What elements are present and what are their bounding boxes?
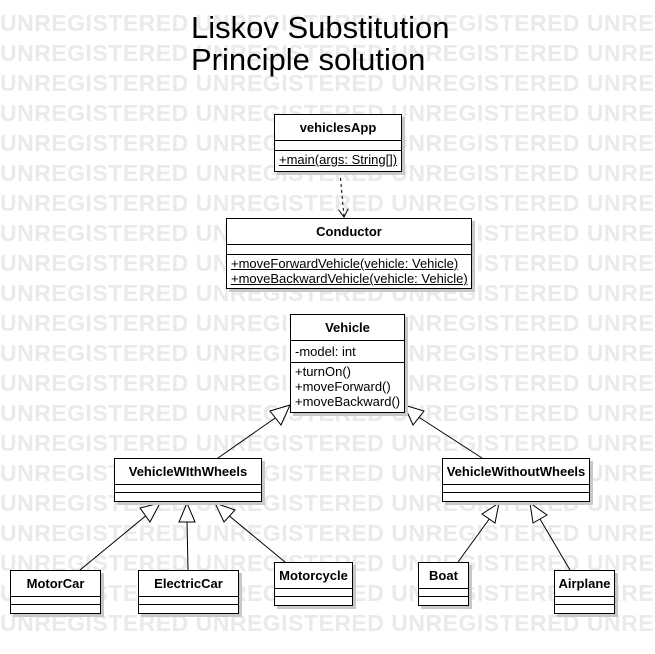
generalization-arrowhead bbox=[481, 501, 500, 524]
operation-item: +turnOn() bbox=[295, 364, 351, 379]
generalization-line bbox=[539, 518, 571, 571]
class-operations bbox=[443, 493, 589, 501]
class-attributes bbox=[555, 597, 614, 605]
class-attributes bbox=[115, 485, 261, 493]
generalization-line bbox=[79, 513, 149, 571]
class-name: Boat bbox=[419, 563, 468, 589]
class-name: Motorcycle bbox=[275, 563, 352, 589]
diagram-title-line-1: Liskov Substitution bbox=[191, 10, 450, 45]
generalization-line bbox=[416, 415, 483, 459]
class-attributes bbox=[419, 589, 468, 597]
operation-item: +moveForwardVehicle(vehicle: Vehicle) bbox=[231, 256, 459, 271]
class-vehicle-with-wheels[interactable]: VehicleWIthWheels bbox=[114, 458, 262, 502]
class-motor-car[interactable]: MotorCar bbox=[10, 570, 101, 614]
operation-item: +main(args: String[]) bbox=[279, 152, 398, 167]
class-attributes bbox=[227, 245, 471, 255]
class-attributes bbox=[11, 597, 100, 605]
watermark-row: UNREGISTERED UNREGISTERED UNREGISTERED U… bbox=[0, 70, 655, 96]
operation-item: +moveBackwardVehicle(vehicle: Vehicle) bbox=[231, 271, 468, 286]
class-name: VehicleWithoutWheels bbox=[443, 459, 589, 485]
class-name: VehicleWIthWheels bbox=[115, 459, 261, 485]
class-attributes bbox=[275, 141, 401, 151]
class-attributes bbox=[443, 485, 589, 493]
attribute-item: -model: int bbox=[295, 344, 356, 359]
generalization-line bbox=[217, 415, 279, 459]
class-attributes: -model: int bbox=[291, 341, 404, 363]
generalization-arrowhead bbox=[529, 501, 548, 524]
class-vehicle-without-wheels[interactable]: VehicleWithoutWheels bbox=[442, 458, 590, 502]
generalization-arrowhead bbox=[269, 404, 291, 426]
class-name: Conductor bbox=[227, 219, 471, 245]
class-name: vehiclesApp bbox=[275, 115, 401, 141]
diagram-title: Liskov Substitution Principle solution bbox=[191, 12, 449, 76]
class-operations: +main(args: String[]) bbox=[275, 151, 401, 168]
generalization-arrowhead bbox=[214, 502, 236, 523]
watermark-row: UNREGISTERED UNREGISTERED UNREGISTERED U… bbox=[0, 10, 655, 36]
class-motorcycle[interactable]: Motorcycle bbox=[274, 562, 353, 606]
watermark-row: UNREGISTERED UNREGISTERED UNREGISTERED U… bbox=[0, 610, 655, 636]
watermark-row: UNREGISTERED UNREGISTERED UNREGISTERED U… bbox=[0, 430, 655, 456]
class-operations: +moveForwardVehicle(vehicle: Vehicle) +m… bbox=[227, 255, 471, 287]
class-name: Vehicle bbox=[291, 315, 404, 341]
class-operations bbox=[275, 597, 352, 605]
class-electric-car[interactable]: ElectricCar bbox=[138, 570, 239, 614]
class-boat[interactable]: Boat bbox=[418, 562, 469, 606]
class-attributes bbox=[139, 597, 238, 605]
generalization-arrowhead bbox=[403, 404, 425, 426]
generalization-arrowhead bbox=[178, 501, 196, 523]
generalization-line bbox=[226, 513, 286, 563]
watermark-row: UNREGISTERED UNREGISTERED UNREGISTERED U… bbox=[0, 400, 655, 426]
class-vehicles-app[interactable]: vehiclesApp +main(args: String[]) bbox=[274, 114, 402, 172]
operation-item: +moveForward() bbox=[295, 379, 391, 394]
class-vehicle[interactable]: Vehicle -model: int +turnOn() +moveForwa… bbox=[290, 314, 405, 413]
operation-item: +moveBackward() bbox=[295, 394, 401, 409]
class-name: ElectricCar bbox=[139, 571, 238, 597]
diagram-title-line-2: Principle solution bbox=[191, 42, 426, 77]
class-airplane[interactable]: Airplane bbox=[554, 570, 615, 614]
generalization-arrowhead bbox=[139, 502, 161, 523]
class-operations bbox=[115, 493, 261, 501]
class-operations bbox=[419, 597, 468, 605]
watermark-row: UNREGISTERED UNREGISTERED UNREGISTERED U… bbox=[0, 190, 655, 216]
dependency-arrow bbox=[340, 171, 344, 217]
class-conductor[interactable]: Conductor +moveForwardVehicle(vehicle: V… bbox=[226, 218, 472, 289]
class-name: Airplane bbox=[555, 571, 614, 597]
watermark-row: UNREGISTERED UNREGISTERED UNREGISTERED U… bbox=[0, 520, 655, 546]
class-attributes bbox=[275, 589, 352, 597]
class-operations bbox=[139, 605, 238, 613]
watermark-row: UNREGISTERED UNREGISTERED UNREGISTERED U… bbox=[0, 280, 655, 306]
class-name: MotorCar bbox=[11, 571, 100, 597]
class-operations: +turnOn() +moveForward() +moveBackward() bbox=[291, 363, 404, 410]
class-operations bbox=[555, 605, 614, 613]
watermark-row: UNREGISTERED UNREGISTERED UNREGISTERED U… bbox=[0, 40, 655, 66]
class-operations bbox=[11, 605, 100, 613]
generalization-line bbox=[186, 520, 189, 571]
generalization-line bbox=[457, 517, 491, 563]
